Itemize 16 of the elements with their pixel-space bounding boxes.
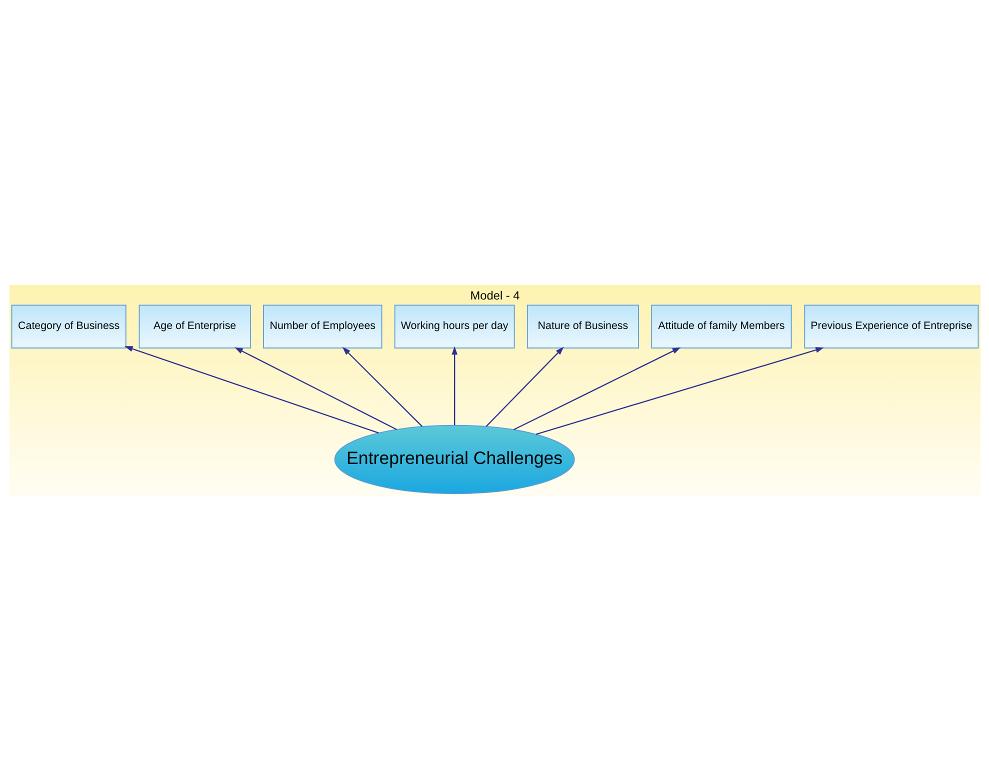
arrow	[234, 346, 396, 430]
node-box: Category of Business	[10, 304, 126, 348]
node-box: Nature of Business	[526, 304, 638, 348]
arrow	[485, 346, 564, 426]
arrow	[124, 346, 378, 433]
arrow	[513, 346, 680, 430]
node-box: Number of Employees	[262, 304, 382, 348]
diagram-title: Model - 4	[470, 288, 520, 302]
node-box: Previous Experience of Entreprise	[804, 304, 978, 348]
arrow	[535, 346, 824, 434]
arrow	[451, 346, 457, 425]
arrow	[342, 346, 422, 426]
node-box: Attitude of family Members	[650, 304, 792, 348]
node-ellipse: Entrepreneurial Challenges	[334, 424, 574, 494]
node-box: Age of Enterprise	[138, 304, 250, 348]
node-box: Working hours per day	[394, 304, 514, 348]
